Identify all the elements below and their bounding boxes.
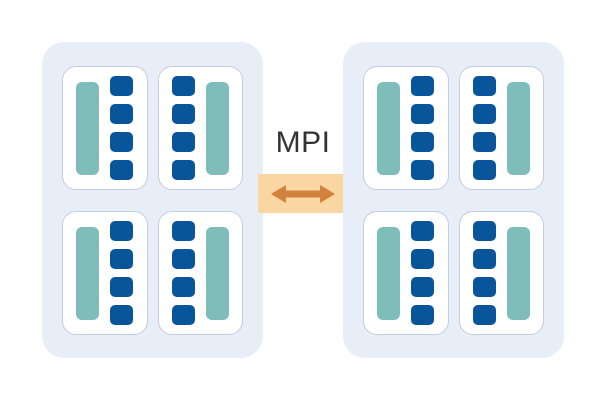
core-column <box>411 221 435 325</box>
memory-bar <box>76 226 100 320</box>
core-square <box>171 132 195 152</box>
core-square <box>411 104 435 124</box>
core-square <box>411 221 435 241</box>
core-square <box>411 277 435 297</box>
core-square <box>171 305 195 325</box>
memory-bar <box>205 226 229 320</box>
core-square <box>411 160 435 180</box>
node-right <box>343 42 564 358</box>
core-square <box>472 277 496 297</box>
core-square <box>110 249 134 269</box>
core-square <box>110 221 134 241</box>
core-square <box>472 132 496 152</box>
core-square <box>411 305 435 325</box>
core-square <box>472 305 496 325</box>
socket-right-top-left <box>363 66 449 190</box>
socket-right-bottom-left <box>363 211 449 335</box>
core-square <box>472 249 496 269</box>
memory-bar <box>506 226 530 320</box>
node-left <box>42 42 263 358</box>
core-square <box>411 76 435 96</box>
interconnect: MPI <box>258 128 348 213</box>
core-square <box>110 160 134 180</box>
memory-bar <box>377 226 401 320</box>
core-square <box>472 104 496 124</box>
core-column <box>171 221 195 325</box>
core-square <box>110 305 134 325</box>
core-square <box>472 76 496 96</box>
socket-left-top-right <box>157 66 243 190</box>
core-square <box>472 221 496 241</box>
core-square <box>110 104 134 124</box>
core-square <box>171 104 195 124</box>
mpi-arrow-box <box>258 174 348 213</box>
core-square <box>171 76 195 96</box>
core-square <box>110 132 134 152</box>
socket-left-bottom-left <box>62 211 148 335</box>
core-square <box>411 249 435 269</box>
double-headed-horizontal-arrow-icon <box>271 184 335 203</box>
socket-left-top-left <box>62 66 148 190</box>
memory-bar <box>377 81 401 175</box>
core-column <box>411 76 435 180</box>
core-square <box>171 277 195 297</box>
socket-right-bottom-right <box>458 211 544 335</box>
core-square <box>171 160 195 180</box>
core-column <box>171 76 195 180</box>
core-column <box>110 76 134 180</box>
core-square <box>171 249 195 269</box>
core-column <box>472 76 496 180</box>
socket-left-bottom-right <box>157 211 243 335</box>
memory-bar <box>205 81 229 175</box>
memory-bar <box>76 81 100 175</box>
core-square <box>171 221 195 241</box>
core-square <box>472 160 496 180</box>
core-square <box>110 277 134 297</box>
mpi-label: MPI <box>275 126 331 159</box>
memory-bar <box>506 81 530 175</box>
core-column <box>472 221 496 325</box>
core-square <box>110 76 134 96</box>
core-column <box>110 221 134 325</box>
socket-right-top-right <box>458 66 544 190</box>
core-square <box>411 132 435 152</box>
